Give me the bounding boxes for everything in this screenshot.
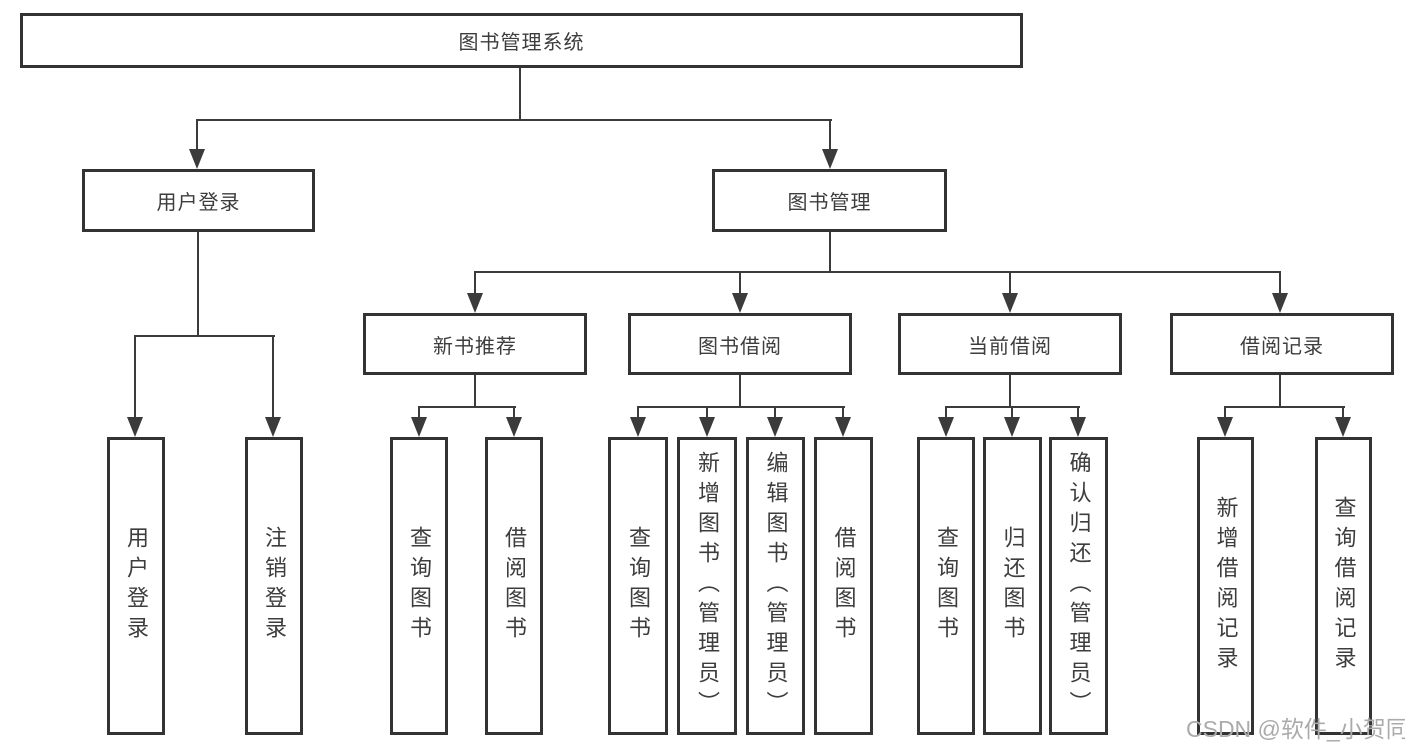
- connector-line: [474, 271, 476, 295]
- node-book-borrowing: 图书借阅: [628, 313, 852, 375]
- connector-line: [519, 68, 521, 120]
- arrow-down-icon: [411, 417, 427, 437]
- node-user-login-label: 用户登录: [156, 192, 241, 214]
- arrow-down-icon: [835, 417, 851, 437]
- connector-line: [196, 119, 198, 151]
- connector-line: [829, 119, 831, 151]
- node-root: 图书管理系统: [20, 13, 1023, 68]
- leaf-records-add-record: 新增借阅记录: [1197, 437, 1254, 735]
- arrow-down-icon: [127, 417, 143, 437]
- arrow-down-icon: [189, 149, 205, 169]
- connector-line: [418, 406, 516, 408]
- leaf-borrow-query-books: 查询图书: [608, 437, 668, 735]
- leaf-current-query-books-label: 查询图书: [934, 526, 959, 646]
- leaf-recommend-query-books: 查询图书: [390, 437, 448, 735]
- connector-line: [1009, 375, 1011, 408]
- connector-line: [197, 232, 199, 337]
- arrow-down-icon: [1070, 417, 1086, 437]
- arrow-down-icon: [822, 149, 838, 169]
- leaf-borrow-borrow-books: 借阅图书: [814, 437, 873, 735]
- arrow-down-icon: [506, 417, 522, 437]
- node-borrowing-records-label: 借阅记录: [1240, 335, 1324, 358]
- leaf-borrow-add-books-admin: 新增图书（管理员）: [677, 437, 737, 735]
- node-new-book-recommend-label: 新书推荐: [433, 335, 517, 358]
- leaf-recommend-borrow-books: 借阅图书: [485, 437, 543, 735]
- node-current-borrowing-label: 当前借阅: [968, 335, 1052, 358]
- arrow-down-icon: [1335, 417, 1351, 437]
- leaf-records-add-record-label: 新增借阅记录: [1213, 496, 1239, 676]
- arrow-down-icon: [1272, 293, 1288, 313]
- connector-line: [134, 335, 136, 419]
- connector-line: [706, 406, 708, 419]
- leaf-borrow-edit-books-admin: 编辑图书（管理员）: [746, 437, 805, 735]
- node-root-label: 图书管理系统: [458, 32, 585, 54]
- connector-line: [272, 335, 274, 419]
- arrow-down-icon: [630, 417, 646, 437]
- leaf-borrow-borrow-books-label: 借阅图书: [831, 526, 857, 646]
- leaf-user-login: 用户登录: [107, 437, 165, 735]
- connector-line: [1342, 406, 1344, 419]
- leaf-borrow-query-books-label: 查询图书: [626, 526, 651, 646]
- connector-line: [418, 406, 420, 419]
- leaf-current-query-books: 查询图书: [917, 437, 975, 735]
- connector-line: [637, 406, 639, 419]
- connector-line: [1077, 406, 1079, 419]
- connector-line: [1011, 406, 1013, 419]
- node-book-management-label: 图书管理: [787, 192, 872, 214]
- leaf-logout: 注销登录: [245, 437, 303, 735]
- connector-line: [945, 406, 947, 419]
- connector-line: [196, 119, 832, 121]
- connector-line: [1224, 406, 1226, 419]
- arrow-down-icon: [467, 293, 483, 313]
- arrow-down-icon: [1217, 417, 1233, 437]
- connector-line: [513, 406, 515, 419]
- leaf-current-return-books-label: 归还图书: [1000, 526, 1026, 646]
- connector-line: [474, 271, 1281, 273]
- leaf-recommend-borrow-books-label: 借阅图书: [502, 526, 527, 646]
- leaf-logout-label: 注销登录: [262, 526, 287, 646]
- arrow-down-icon: [1002, 293, 1018, 313]
- leaf-current-confirm-return-admin-label: 确认归还（管理员）: [1066, 451, 1092, 721]
- arrow-down-icon: [699, 417, 715, 437]
- arrow-down-icon: [732, 293, 748, 313]
- arrow-down-icon: [938, 417, 954, 437]
- connector-line: [739, 375, 741, 408]
- leaf-current-return-books: 归还图书: [983, 437, 1042, 735]
- connector-line: [842, 406, 844, 419]
- connector-line: [134, 335, 275, 337]
- node-user-login: 用户登录: [82, 169, 315, 232]
- node-new-book-recommend: 新书推荐: [363, 313, 587, 375]
- connector-line: [474, 375, 476, 408]
- node-current-borrowing: 当前借阅: [898, 313, 1122, 375]
- leaf-user-login-label: 用户登录: [124, 526, 149, 646]
- connector-line: [774, 406, 776, 419]
- connector-line: [1279, 271, 1281, 295]
- connector-line: [1009, 271, 1011, 295]
- connector-line: [739, 271, 741, 295]
- arrow-down-icon: [1004, 417, 1020, 437]
- leaf-recommend-query-books-label: 查询图书: [407, 526, 432, 646]
- node-book-borrowing-label: 图书借阅: [698, 335, 782, 358]
- node-borrowing-records: 借阅记录: [1170, 313, 1394, 375]
- connector-line: [1224, 406, 1345, 408]
- csdn-watermark: CSDN @软件_小贺同学: [1186, 716, 1405, 742]
- arrow-down-icon: [265, 417, 281, 437]
- connector-line: [637, 406, 845, 408]
- leaf-borrow-add-books-admin-label: 新增图书（管理员）: [695, 451, 720, 721]
- leaf-borrow-edit-books-admin-label: 编辑图书（管理员）: [763, 451, 789, 721]
- arrow-down-icon: [767, 417, 783, 437]
- leaf-records-query-record-label: 查询借阅记录: [1331, 496, 1357, 676]
- connector-line: [829, 232, 831, 273]
- connector-line: [1279, 375, 1281, 408]
- leaf-records-query-record: 查询借阅记录: [1315, 437, 1372, 735]
- node-book-management: 图书管理: [712, 169, 947, 232]
- leaf-current-confirm-return-admin: 确认归还（管理员）: [1049, 437, 1108, 735]
